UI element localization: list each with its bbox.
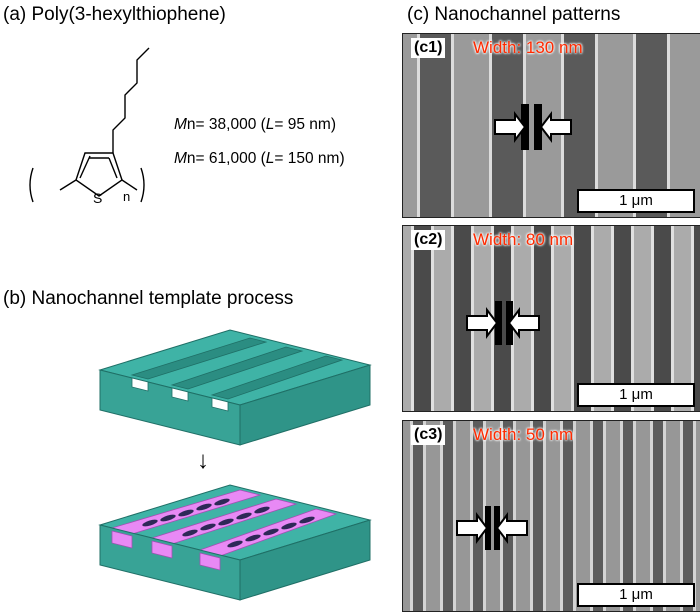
panel-c-heading: (c) Nanochannel patterns [407,4,621,25]
right-bracket [140,167,145,203]
mw-line-1: Mn= 38,000 (L= 95 nm) [174,116,337,133]
width-label-c2: Width: 80 nm [473,230,574,249]
scale-bar-c1: 1 μm [577,189,695,213]
repeat-subscript: n [123,189,131,204]
sem-image-c3: (c3) Width: 50 nm 1 μm [402,420,700,612]
polymer-chains [142,498,315,548]
scale-bar-c2: 1 μm [577,383,695,407]
sem-tag-c1: (c1) [411,38,446,58]
thiophene-ring [75,152,123,197]
template-block-empty [98,329,372,446]
width-label-c3: Width: 50 nm [473,425,574,444]
width-marker-c3 [456,506,528,550]
left-bracket [29,167,34,203]
sem-tag-c2: (c2) [411,230,446,250]
panel-a-heading: (a) Poly(3-hexylthiophene) [3,4,226,25]
scale-bar-c3: 1 μm [577,583,695,607]
sem-image-c2: (c2) Width: 80 nm 1 μm [402,225,700,412]
template-block-filled [98,484,372,601]
width-marker-c1 [494,104,572,150]
sulfur-label: S [93,190,103,206]
mw-line-2: Mn= 61,000 (L= 150 nm) [174,150,345,167]
sem-tag-c3: (c3) [411,425,446,445]
panel-b-heading: (b) Nanochannel template process [3,288,294,309]
process-arrow-icon: ↓ [197,447,209,474]
p3ht-structure [29,47,150,203]
hexyl-chain [112,47,150,153]
width-marker-c2 [466,301,540,345]
width-label-c1: Width: 130 nm [473,38,583,57]
sem-image-c1: (c1) Width: 130 nm 1 μm [402,33,700,218]
